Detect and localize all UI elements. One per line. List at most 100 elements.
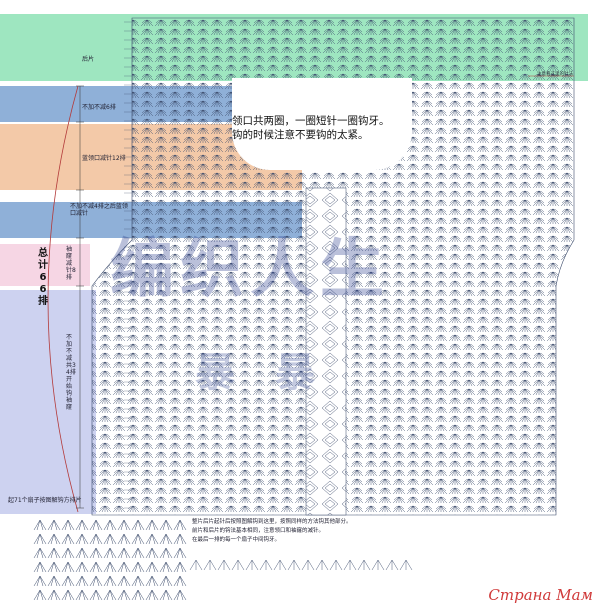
band-armhole [0,244,90,286]
bottom-fan [47,575,61,587]
label-armhole: 袖窿减针8排 [66,246,76,281]
bottom-fan [61,561,75,573]
bottom-row-fan [315,559,329,571]
bottom-fan [117,561,131,573]
bottom-fan [33,533,47,545]
bottom-fan [75,561,89,573]
bottom-fan [75,589,89,601]
bottom-fan [47,589,61,601]
bottom-row-fan [371,559,385,571]
bottom-fan [131,589,145,601]
bottom-row-fan [399,559,413,571]
site-logo-text: Страна Мам [488,586,593,604]
bottom-fan [33,561,47,573]
bottom-fan [103,589,117,601]
bottom-fan [103,547,117,559]
bottom-fan [117,519,131,531]
bottom-fan [47,561,61,573]
watermark-sub: 暴暴 [195,350,355,396]
bottom-fan [145,575,159,587]
bottom-row-fan [329,559,343,571]
bottom-fan [89,575,103,587]
bottom-fan [33,547,47,559]
bottom-row-fan [343,559,357,571]
label-rows-6: 不加不减6排 [82,104,116,111]
bottom-row-fan [301,559,315,571]
bottom-row-fan [357,559,371,571]
bottom-row-fan [287,559,301,571]
bottom-fan [131,561,145,573]
bottom-fan [117,589,131,601]
bottom-fan [159,561,173,573]
bottom-fan [89,561,103,573]
bottom-fan [131,575,145,587]
bottom-fan [145,561,159,573]
bottom-row-fan [273,559,287,571]
bottom-fan [117,533,131,545]
bottom-note-line1: 整片后片起针后按照图解钩到这里，按照同样的方法钩其他部分。 [192,519,352,525]
neck-note-line1: 领口共两圈，一圈短针一圈钩牙。 [232,115,390,127]
bottom-fan [75,547,89,559]
bottom-fan [131,519,145,531]
bottom-fan [61,547,75,559]
bottom-fan [47,533,61,545]
bottom-fan [159,589,173,601]
bottom-fan [145,547,159,559]
label-total: 总计66排 [38,248,48,307]
bottom-fan [103,519,117,531]
bottom-fan [173,589,187,601]
bottom-row-fan [203,559,217,571]
bottom-row-fan [217,559,231,571]
watermark-main: 编织人生 [110,233,390,307]
bottom-fan [117,575,131,587]
bottom-fan [131,533,145,545]
bottom-fan [33,575,47,587]
bottom-fan [47,519,61,531]
bottom-fan [89,589,103,601]
bottom-fan [47,547,61,559]
label-neck-dec: 蓝领口减针12排 [82,155,126,162]
bottom-fan [89,547,103,559]
label-start: 起71个扇子按图解钩方排片 [8,497,82,504]
bottom-fan [173,575,187,587]
bottom-fan [131,547,145,559]
label-rows-34: 不加不减共34排开始钩袖窿 [66,334,76,411]
neck-opening [232,78,412,170]
bottom-fan [159,575,173,587]
bottom-fan [145,589,159,601]
bottom-fan [145,533,159,545]
label-back: 后片 [82,56,95,63]
bottom-fan [75,533,89,545]
bottom-fan [33,589,47,601]
bottom-row-fan [245,559,259,571]
total-arc [47,85,79,513]
bottom-fan [61,575,75,587]
bottom-row-fan [259,559,273,571]
bottom-fan [61,589,75,601]
label-rows-then: 不加不减4排之后蓝领口减针 [70,203,128,217]
bottom-fan [145,519,159,531]
site-logo: Страна Мам [488,586,593,604]
bottom-note-line3: 在最后一排的每一个扇子中间钩牙。 [192,537,281,543]
bottom-fan [117,547,131,559]
bottom-row-fan [385,559,399,571]
bottom-note-line2: 前片和后片的钩法基本相同，注意领口和袖窿的减针。 [192,528,325,534]
bottom-fan [173,547,187,559]
bottom-fan [33,519,47,531]
bottom-row-fan [231,559,245,571]
bottom-fan [89,519,103,531]
bottom-fan [61,533,75,545]
bottom-fan [159,547,173,559]
bottom-fan [75,575,89,587]
bottom-fan [75,519,89,531]
bottom-fan [61,519,75,531]
bottom-fan [159,519,173,531]
bottom-fan [173,561,187,573]
bottom-fan [159,533,173,545]
center-column-pattern [305,187,347,516]
bottom-fan [103,533,117,545]
label-right-small: 注意看这里的针法 [537,72,573,77]
bottom-row-fan [189,559,203,571]
bottom-fan [103,575,117,587]
